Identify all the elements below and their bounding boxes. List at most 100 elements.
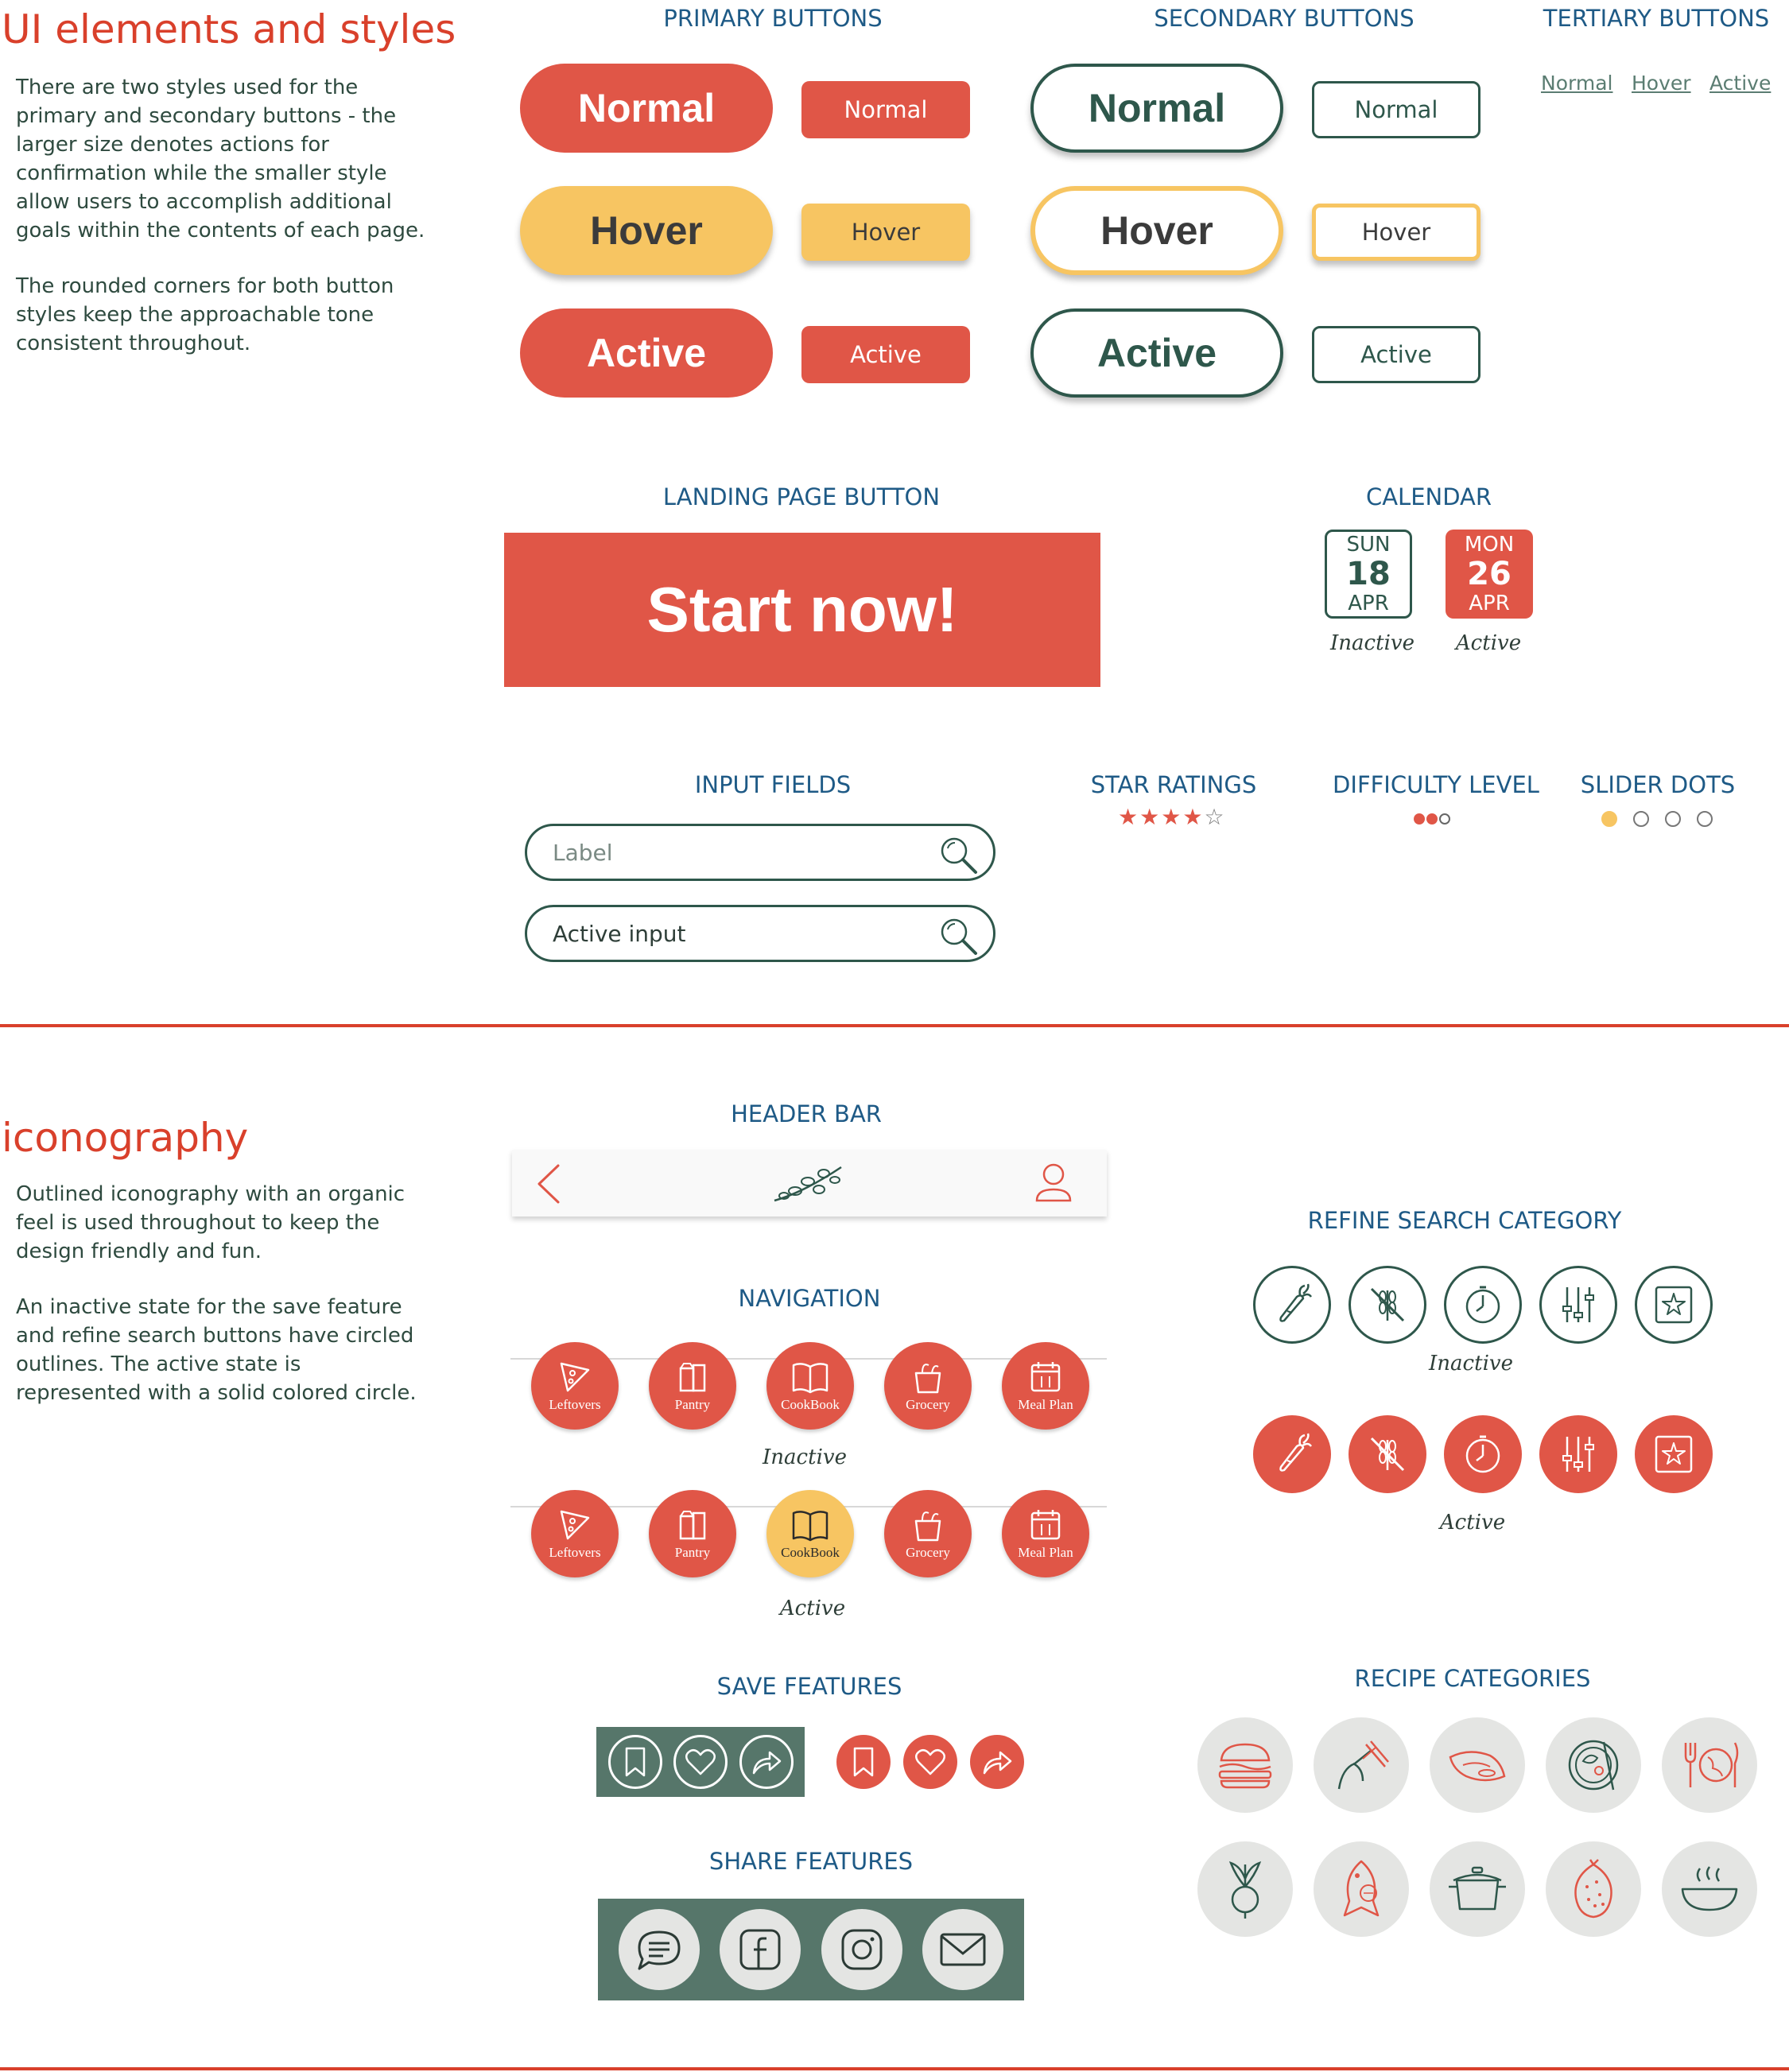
star-filter-button[interactable] — [1635, 1266, 1713, 1344]
primary-large-active-button[interactable]: Active — [520, 308, 773, 398]
grocery-bag-icon — [914, 1364, 941, 1394]
timer-filter-button[interactable] — [1444, 1266, 1522, 1344]
search-icon[interactable] — [937, 915, 979, 956]
nav-leftovers[interactable]: Leftovers — [531, 1490, 619, 1577]
user-icon[interactable] — [1034, 1161, 1073, 1205]
primary-large-hover-button[interactable]: Hover — [520, 186, 773, 275]
bookmark-icon — [853, 1747, 874, 1777]
instagram-icon — [841, 1929, 883, 1970]
timer-icon — [1465, 1435, 1500, 1473]
timer-filter-button-active[interactable] — [1444, 1415, 1522, 1493]
navigation-inactive-state-label: Inactive — [763, 1445, 847, 1469]
secondary-large-normal-button[interactable]: Normal — [1030, 64, 1283, 153]
recipe-category-salad[interactable] — [1546, 1717, 1641, 1813]
nav-cookbook-active[interactable]: CookBook — [766, 1490, 854, 1577]
instagram-button[interactable] — [821, 1909, 902, 1990]
search-field-empty[interactable] — [525, 824, 995, 881]
difficulty-dot — [1439, 813, 1450, 825]
tertiary-hover-link[interactable]: Hover — [1632, 72, 1691, 95]
primary-small-active-button[interactable]: Active — [801, 326, 970, 383]
recipe-category-soup[interactable] — [1662, 1841, 1757, 1937]
secondary-small-hover-button[interactable]: Hover — [1312, 204, 1480, 261]
burger-icon — [1218, 1743, 1272, 1789]
calendar-date-inactive[interactable]: SUN 18 APR — [1325, 530, 1412, 619]
recipe-category-radish[interactable] — [1197, 1841, 1293, 1937]
refine-search-inactive-row — [1253, 1266, 1713, 1344]
star-icon[interactable]: ☆ — [1204, 805, 1224, 829]
mail-button[interactable] — [922, 1909, 1004, 1990]
mail-icon — [940, 1933, 986, 1966]
secondary-small-normal-button[interactable]: Normal — [1312, 81, 1480, 138]
nav-pantry[interactable]: Pantry — [649, 1490, 736, 1577]
salad-icon — [1568, 1740, 1619, 1791]
chat-button[interactable] — [618, 1909, 700, 1990]
carrot-filter-button[interactable] — [1253, 1266, 1331, 1344]
carrot-filter-button-active[interactable] — [1253, 1415, 1331, 1493]
recipe-category-pot[interactable] — [1430, 1841, 1525, 1937]
slider-dots[interactable] — [1601, 811, 1713, 827]
share-arrow-button-active[interactable] — [970, 1735, 1024, 1789]
recipe-category-fish[interactable] — [1314, 1841, 1409, 1937]
star-filter-button-active[interactable] — [1635, 1415, 1713, 1493]
heart-button[interactable] — [673, 1735, 728, 1789]
nav-cookbook[interactable]: CookBook — [766, 1342, 854, 1430]
back-arrow-icon[interactable] — [534, 1162, 563, 1205]
slider-dot[interactable] — [1601, 811, 1617, 827]
calendar-month: APR — [1348, 592, 1389, 615]
bookmark-button[interactable] — [607, 1735, 662, 1789]
recipe-category-noodles[interactable] — [1314, 1717, 1409, 1813]
recipe-category-burger[interactable] — [1197, 1717, 1293, 1813]
recipe-category-pasta[interactable] — [1430, 1717, 1525, 1813]
share-arrow-button[interactable] — [739, 1735, 794, 1789]
tertiary-normal-link[interactable]: Normal — [1541, 72, 1613, 95]
refine-inactive-state-label: Inactive — [1429, 1352, 1513, 1376]
search-input[interactable] — [551, 838, 920, 867]
facebook-button[interactable] — [720, 1909, 801, 1990]
nav-label: Meal Plan — [1018, 1545, 1073, 1560]
star-icon[interactable]: ★ — [1161, 805, 1182, 829]
star-icon[interactable]: ★ — [1139, 805, 1160, 829]
secondary-large-hover-button[interactable]: Hover — [1030, 186, 1283, 275]
nav-grocery[interactable]: Grocery — [884, 1342, 972, 1430]
iconography-description-p1: Outlined iconography with an organic fee… — [16, 1182, 406, 1263]
star-icon[interactable]: ★ — [1118, 805, 1139, 829]
nav-grocery[interactable]: Grocery — [884, 1490, 972, 1577]
nav-label: Pantry — [674, 1545, 711, 1560]
calendar-month: APR — [1469, 592, 1510, 615]
calendar-date-active[interactable]: MON 26 APR — [1446, 530, 1533, 619]
tertiary-active-link[interactable]: Active — [1709, 72, 1772, 95]
primary-small-normal-button[interactable]: Normal — [801, 81, 970, 138]
recipe-category-world-cuisine[interactable] — [1662, 1717, 1757, 1813]
nav-leftovers[interactable]: Leftovers — [531, 1342, 619, 1430]
secondary-large-active-button[interactable]: Active — [1030, 308, 1283, 398]
star-icon — [1655, 1435, 1693, 1473]
nav-pantry[interactable]: Pantry — [649, 1342, 736, 1430]
search-icon[interactable] — [937, 834, 979, 875]
gluten-free-icon — [1370, 1437, 1405, 1472]
sliders-filter-button-active[interactable] — [1539, 1415, 1617, 1493]
start-now-button[interactable]: Start now! — [504, 533, 1100, 687]
active-search-input[interactable] — [551, 919, 920, 948]
share-arrow-icon — [983, 1751, 1012, 1775]
star-icon[interactable]: ★ — [1182, 805, 1203, 829]
primary-large-normal-button[interactable]: Normal — [520, 64, 773, 153]
secondary-small-active-button[interactable]: Active — [1312, 326, 1480, 383]
ui-description-p2: The rounded corners for both button styl… — [16, 274, 394, 355]
slider-dot[interactable] — [1633, 811, 1649, 827]
gluten-free-filter-button-active[interactable] — [1349, 1415, 1426, 1493]
cookbook-icon — [792, 1363, 829, 1394]
bookmark-button-active[interactable] — [836, 1735, 891, 1789]
slider-dot[interactable] — [1665, 811, 1681, 827]
recipe-category-dragonfruit[interactable] — [1546, 1841, 1641, 1937]
primary-small-hover-button[interactable]: Hover — [801, 204, 970, 261]
nav-meal-plan[interactable]: Meal Plan — [1002, 1490, 1089, 1577]
star-rating[interactable]: ★★★★☆ — [1118, 806, 1224, 828]
nav-meal-plan[interactable]: Meal Plan — [1002, 1342, 1089, 1430]
gluten-free-filter-button[interactable] — [1349, 1266, 1426, 1344]
slider-dot[interactable] — [1697, 811, 1713, 827]
heart-button-active[interactable] — [903, 1735, 957, 1789]
dragonfruit-icon — [1574, 1859, 1612, 1919]
search-field-active[interactable] — [525, 905, 995, 962]
sliders-filter-button[interactable] — [1539, 1266, 1617, 1344]
calendar-date: 26 — [1467, 556, 1512, 592]
